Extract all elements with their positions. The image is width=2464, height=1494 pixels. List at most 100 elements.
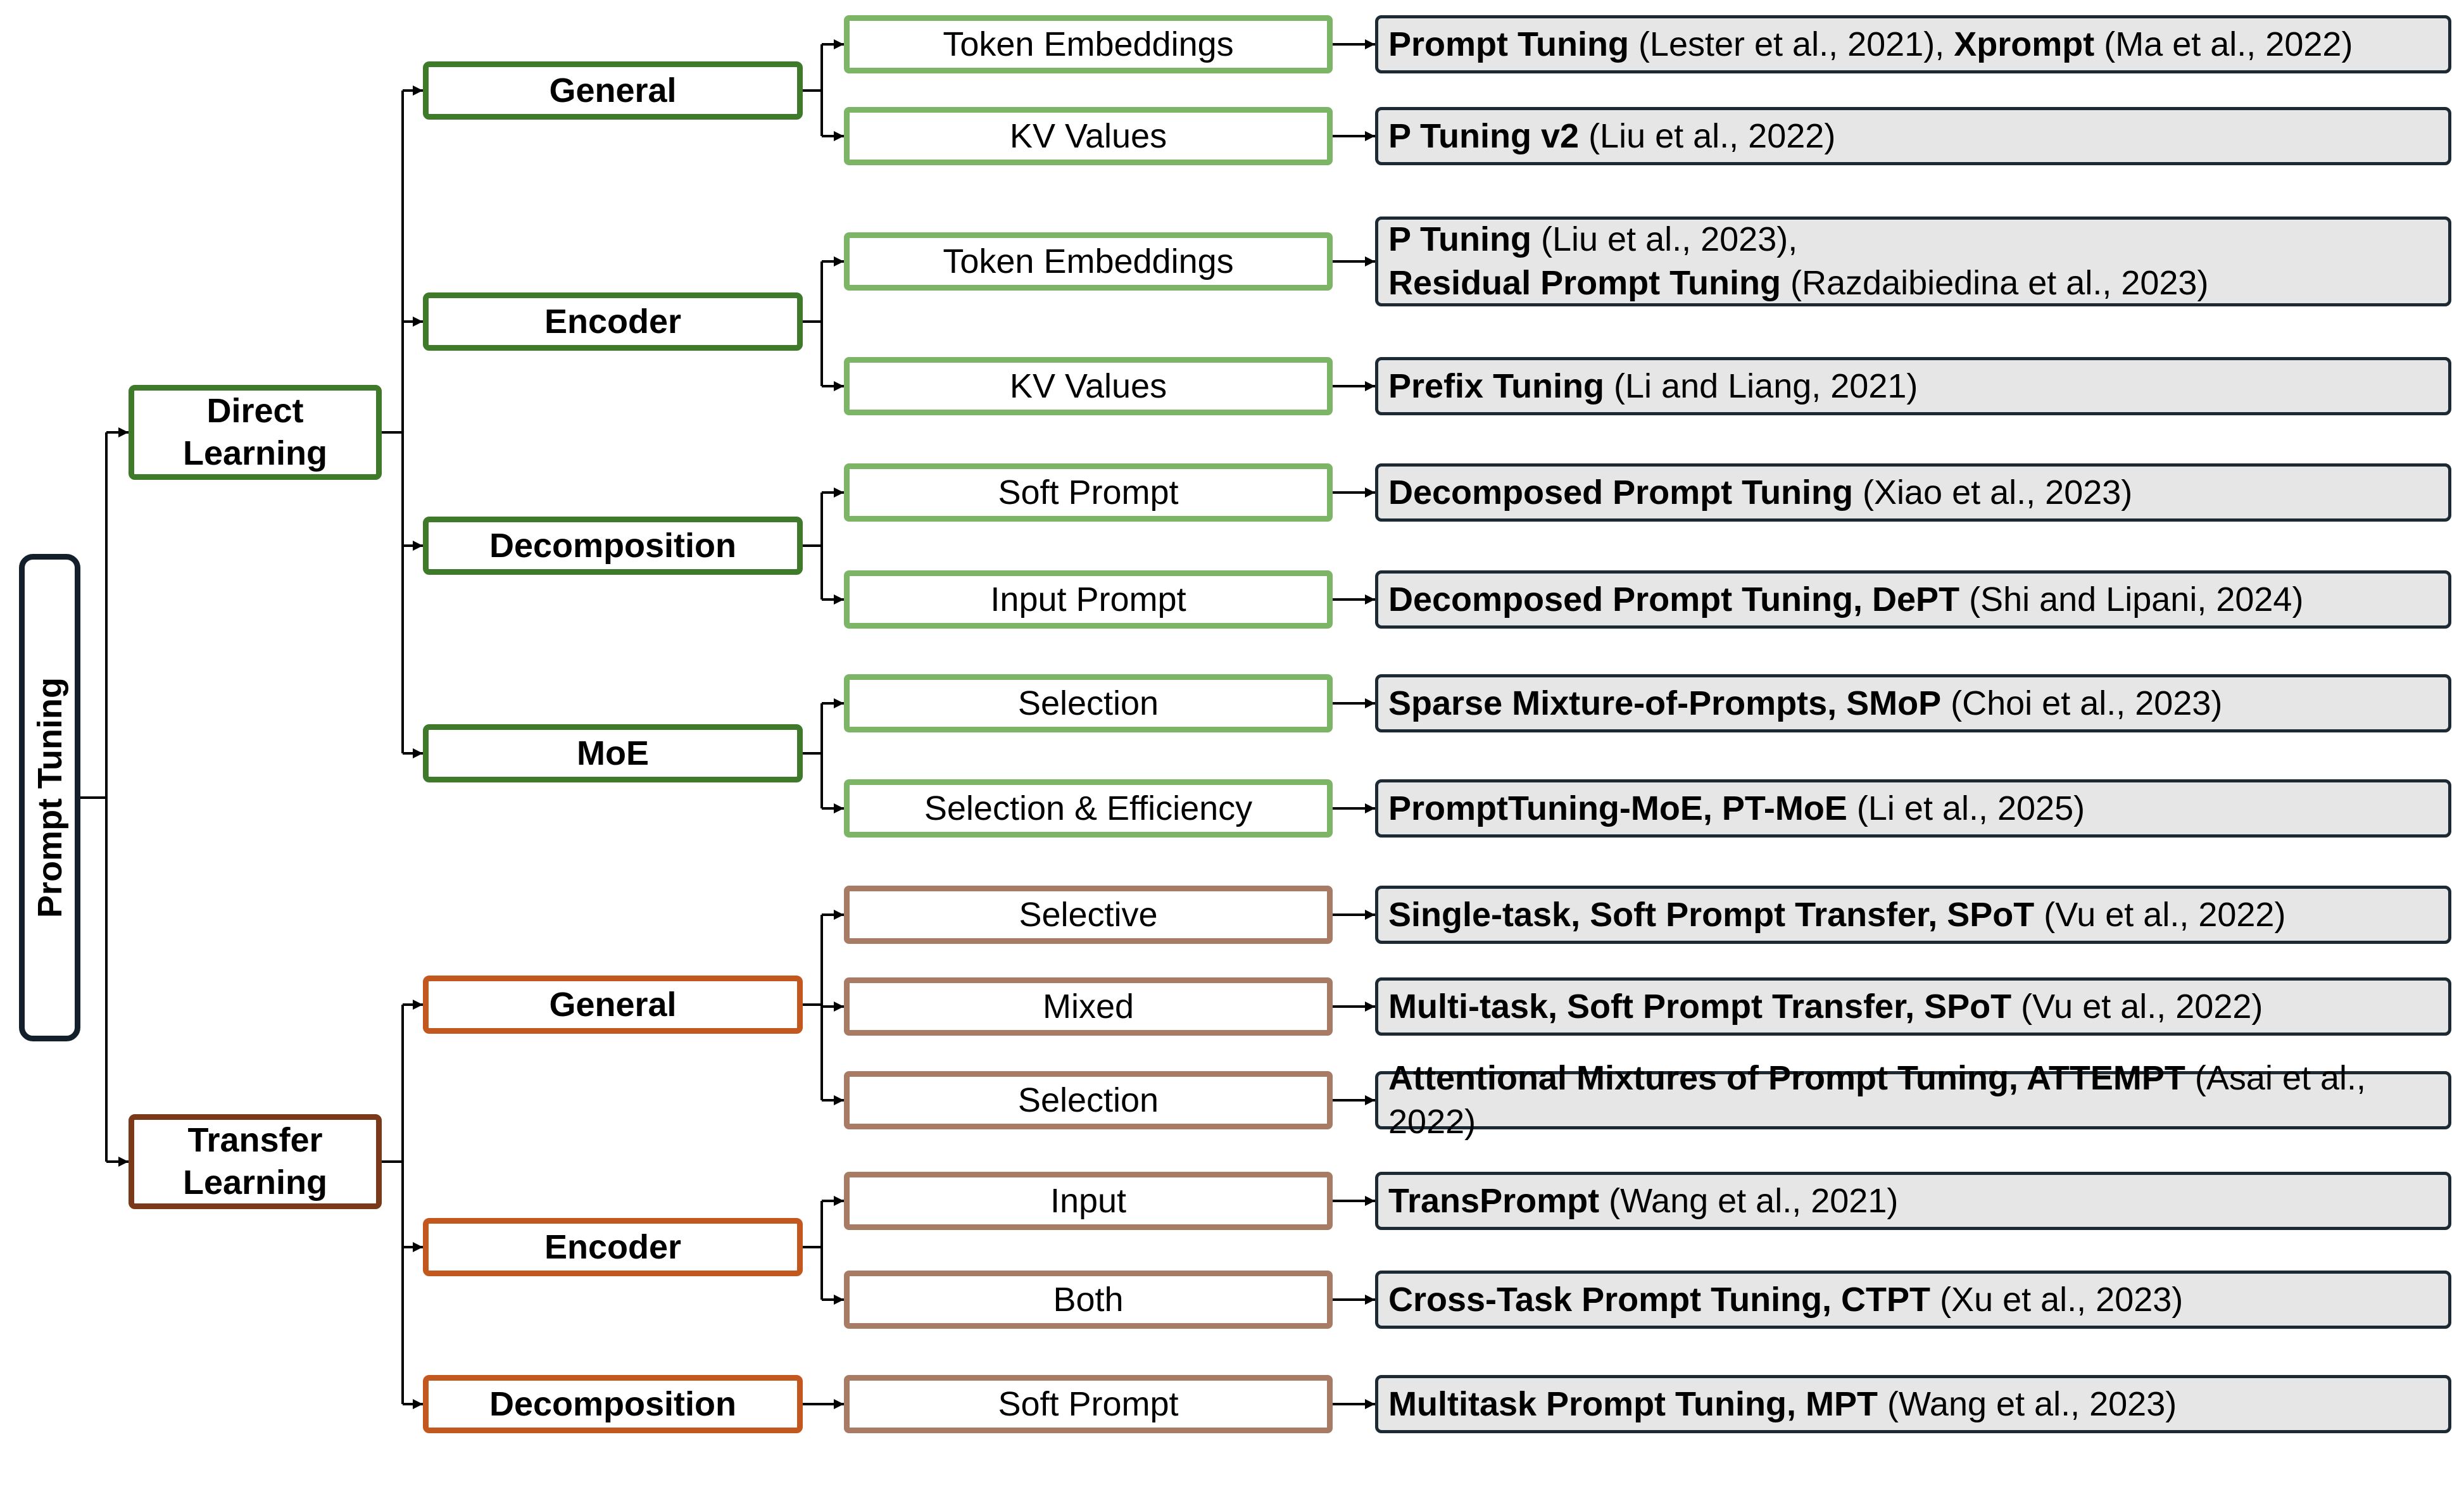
citation: (Razdaibiedina et al., 2023): [1790, 264, 2209, 302]
citation: (Lester et al., 2021),: [1638, 25, 1954, 63]
method-name: Prefix Tuning: [1388, 367, 1605, 405]
reference-text: PromptTuning-MoE, PT-MoE (Li et al., 202…: [1388, 787, 2085, 831]
arrowhead-icon: [834, 1295, 844, 1305]
citation: (Wang et al., 2021): [1609, 1181, 1899, 1220]
citation: (Li and Liang, 2021): [1614, 367, 1918, 405]
arrowhead-icon: [1365, 39, 1375, 49]
branch-label-line: Direct: [206, 392, 304, 430]
reference-text: Multitask Prompt Tuning, MPT (Wang et al…: [1388, 1383, 2177, 1426]
arrowhead-icon: [834, 381, 844, 391]
arrowhead-icon: [413, 541, 423, 551]
arrowhead-icon: [1365, 910, 1375, 920]
reference-text: P Tuning (Liu et al., 2023),Residual Pro…: [1388, 218, 2208, 304]
method-name: Multi-task, Soft Prompt Transfer, SPoT: [1388, 987, 2012, 1026]
citation: (Xu et al., 2023): [1940, 1280, 2184, 1319]
method-name: Prompt Tuning: [1388, 25, 1629, 63]
citation: (Xiao et al., 2023): [1863, 473, 2133, 512]
technique-node: Mixed: [844, 977, 1333, 1036]
arrowhead-icon: [834, 1196, 844, 1206]
arrowhead-icon: [413, 1000, 423, 1010]
method-name: Cross-Task Prompt Tuning, CTPT: [1388, 1280, 1931, 1319]
method-name: P Tuning v2: [1388, 116, 1580, 155]
arrowhead-icon: [1365, 131, 1375, 141]
reference-text: TransPrompt (Wang et al., 2021): [1388, 1179, 1898, 1223]
arrowhead-icon: [413, 85, 423, 96]
citation: (Vu et al., 2022): [2044, 895, 2286, 934]
root-node: Prompt Tuning: [19, 554, 80, 1041]
citation: (Wang et al., 2023): [1887, 1384, 2177, 1423]
method-name: Decomposed Prompt Tuning, DePT: [1388, 580, 1960, 618]
reference-box: Cross-Task Prompt Tuning, CTPT (Xu et al…: [1375, 1271, 2451, 1329]
technique-node: KV Values: [844, 357, 1333, 415]
technique-label: Selective: [1019, 896, 1158, 934]
arrowhead-icon: [1365, 256, 1375, 267]
arrowhead-icon: [834, 39, 844, 49]
reference-box: Decomposed Prompt Tuning, DePT (Shi and …: [1375, 570, 2451, 629]
technique-label: Selection & Efficiency: [924, 789, 1253, 827]
arrowhead-icon: [1365, 698, 1375, 708]
arrowhead-icon: [1365, 1001, 1375, 1012]
reference-text: Decomposed Prompt Tuning (Xiao et al., 2…: [1388, 471, 2132, 515]
reference-text: Single-task, Soft Prompt Transfer, SPoT …: [1388, 893, 2285, 937]
reference-text: Attentional Mixtures of Prompt Tuning, A…: [1388, 1057, 2442, 1143]
technique-node: Soft Prompt: [844, 463, 1333, 522]
technique-node: Selection: [844, 1071, 1333, 1129]
technique-node: Selective: [844, 886, 1333, 944]
arrowhead-icon: [1365, 803, 1375, 813]
technique-label: Selection: [1017, 684, 1159, 722]
reference-box: P Tuning (Liu et al., 2023),Residual Pro…: [1375, 217, 2451, 306]
arrowhead-icon: [1365, 487, 1375, 498]
citation: (Li et al., 2025): [1856, 789, 2085, 827]
arrowhead-icon: [834, 803, 844, 813]
arrowhead-icon: [834, 594, 844, 605]
reference-box: Attentional Mixtures of Prompt Tuning, A…: [1375, 1059, 2451, 1141]
group-node: Decomposition: [423, 1375, 803, 1433]
reference-line: Residual Prompt Tuning (Razdaibiedina et…: [1388, 261, 2208, 305]
arrowhead-icon: [834, 1399, 844, 1409]
group-node: Decomposition: [423, 517, 803, 575]
group-label: Encoder: [544, 303, 682, 341]
arrowhead-icon: [834, 910, 844, 920]
technique-label: Token Embeddings: [943, 25, 1234, 63]
arrowhead-icon: [413, 317, 423, 327]
arrowhead-icon: [834, 131, 844, 141]
arrowhead-icon: [118, 427, 129, 437]
arrowhead-icon: [1365, 1399, 1375, 1409]
arrowhead-icon: [1365, 1196, 1375, 1206]
branch-label-line: Learning: [182, 434, 328, 472]
citation: (Vu et al., 2022): [2021, 987, 2263, 1026]
group-node: Encoder: [423, 1218, 803, 1276]
reference-text: Prefix Tuning (Li and Liang, 2021): [1388, 365, 1918, 408]
reference-box: P Tuning v2 (Liu et al., 2022): [1375, 107, 2451, 165]
arrowhead-icon: [834, 1095, 844, 1105]
arrowhead-icon: [1365, 1295, 1375, 1305]
method-name: Residual Prompt Tuning: [1388, 264, 1781, 302]
technique-label: Soft Prompt: [998, 1385, 1179, 1423]
arrowhead-icon: [834, 256, 844, 267]
technique-label: Input: [1050, 1182, 1127, 1220]
reference-box: TransPrompt (Wang et al., 2021): [1375, 1172, 2451, 1230]
arrowhead-icon: [1365, 381, 1375, 391]
reference-box: Prefix Tuning (Li and Liang, 2021): [1375, 357, 2451, 415]
technique-label: KV Values: [1009, 117, 1167, 155]
group-label: MoE: [577, 734, 649, 772]
reference-text: Sparse Mixture-of-Prompts, SMoP (Choi et…: [1388, 682, 2222, 725]
group-label: General: [549, 72, 677, 110]
citation: (Shi and Lipani, 2024): [1969, 580, 2304, 618]
technique-node: Soft Prompt: [844, 1375, 1333, 1433]
group-label: Encoder: [544, 1228, 682, 1266]
technique-node: Token Embeddings: [844, 15, 1333, 73]
technique-node: Selection & Efficiency: [844, 779, 1333, 838]
technique-label: Selection: [1017, 1081, 1159, 1119]
technique-node: Input Prompt: [844, 570, 1333, 629]
reference-box: Prompt Tuning (Lester et al., 2021), Xpr…: [1375, 15, 2451, 73]
arrowhead-icon: [1365, 1095, 1375, 1105]
reference-text: Decomposed Prompt Tuning, DePT (Shi and …: [1388, 578, 2303, 622]
method-name: PromptTuning-MoE, PT-MoE: [1388, 789, 1847, 827]
method-name: TransPrompt: [1388, 1181, 1600, 1220]
method-name: Multitask Prompt Tuning, MPT: [1388, 1384, 1878, 1423]
technique-node: Both: [844, 1271, 1333, 1329]
technique-node: KV Values: [844, 107, 1333, 165]
